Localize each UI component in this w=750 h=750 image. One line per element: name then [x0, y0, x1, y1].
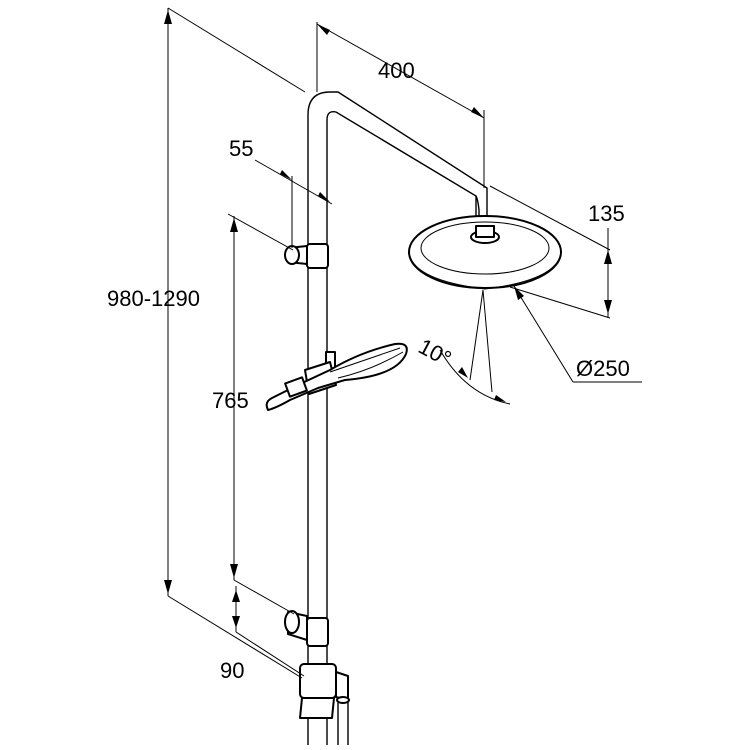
dim-diameter-250: Ø250: [513, 285, 642, 383]
lower-wall-bracket: [284, 610, 329, 647]
dim-765-label: 765: [212, 388, 249, 413]
upper-wall-bracket: [284, 243, 329, 269]
dim-90: 90: [220, 586, 305, 683]
dim-90-label: 90: [220, 658, 244, 683]
dim-10-degree: 10°: [414, 289, 511, 405]
dim-10-degree-label: 10°: [414, 334, 455, 372]
diverter-valve: [299, 663, 350, 745]
dim-400-label: 400: [378, 58, 415, 83]
dim-diameter-250-label: Ø250: [576, 356, 630, 381]
head-shower: [408, 215, 562, 290]
dim-135-label: 135: [588, 201, 625, 226]
dim-980-1290-label: 980-1290: [107, 286, 200, 311]
dim-55: 55: [229, 136, 333, 248]
dim-135: 135: [489, 185, 625, 319]
dim-765: 765: [212, 213, 295, 615]
hand-shower: [265, 342, 408, 411]
dim-400: 400: [316, 22, 485, 188]
dim-980-1290: 980-1290: [107, 7, 306, 679]
overhead-arm: [475, 195, 480, 228]
riser-pipe: [307, 91, 488, 745]
dim-55-label: 55: [229, 136, 253, 161]
